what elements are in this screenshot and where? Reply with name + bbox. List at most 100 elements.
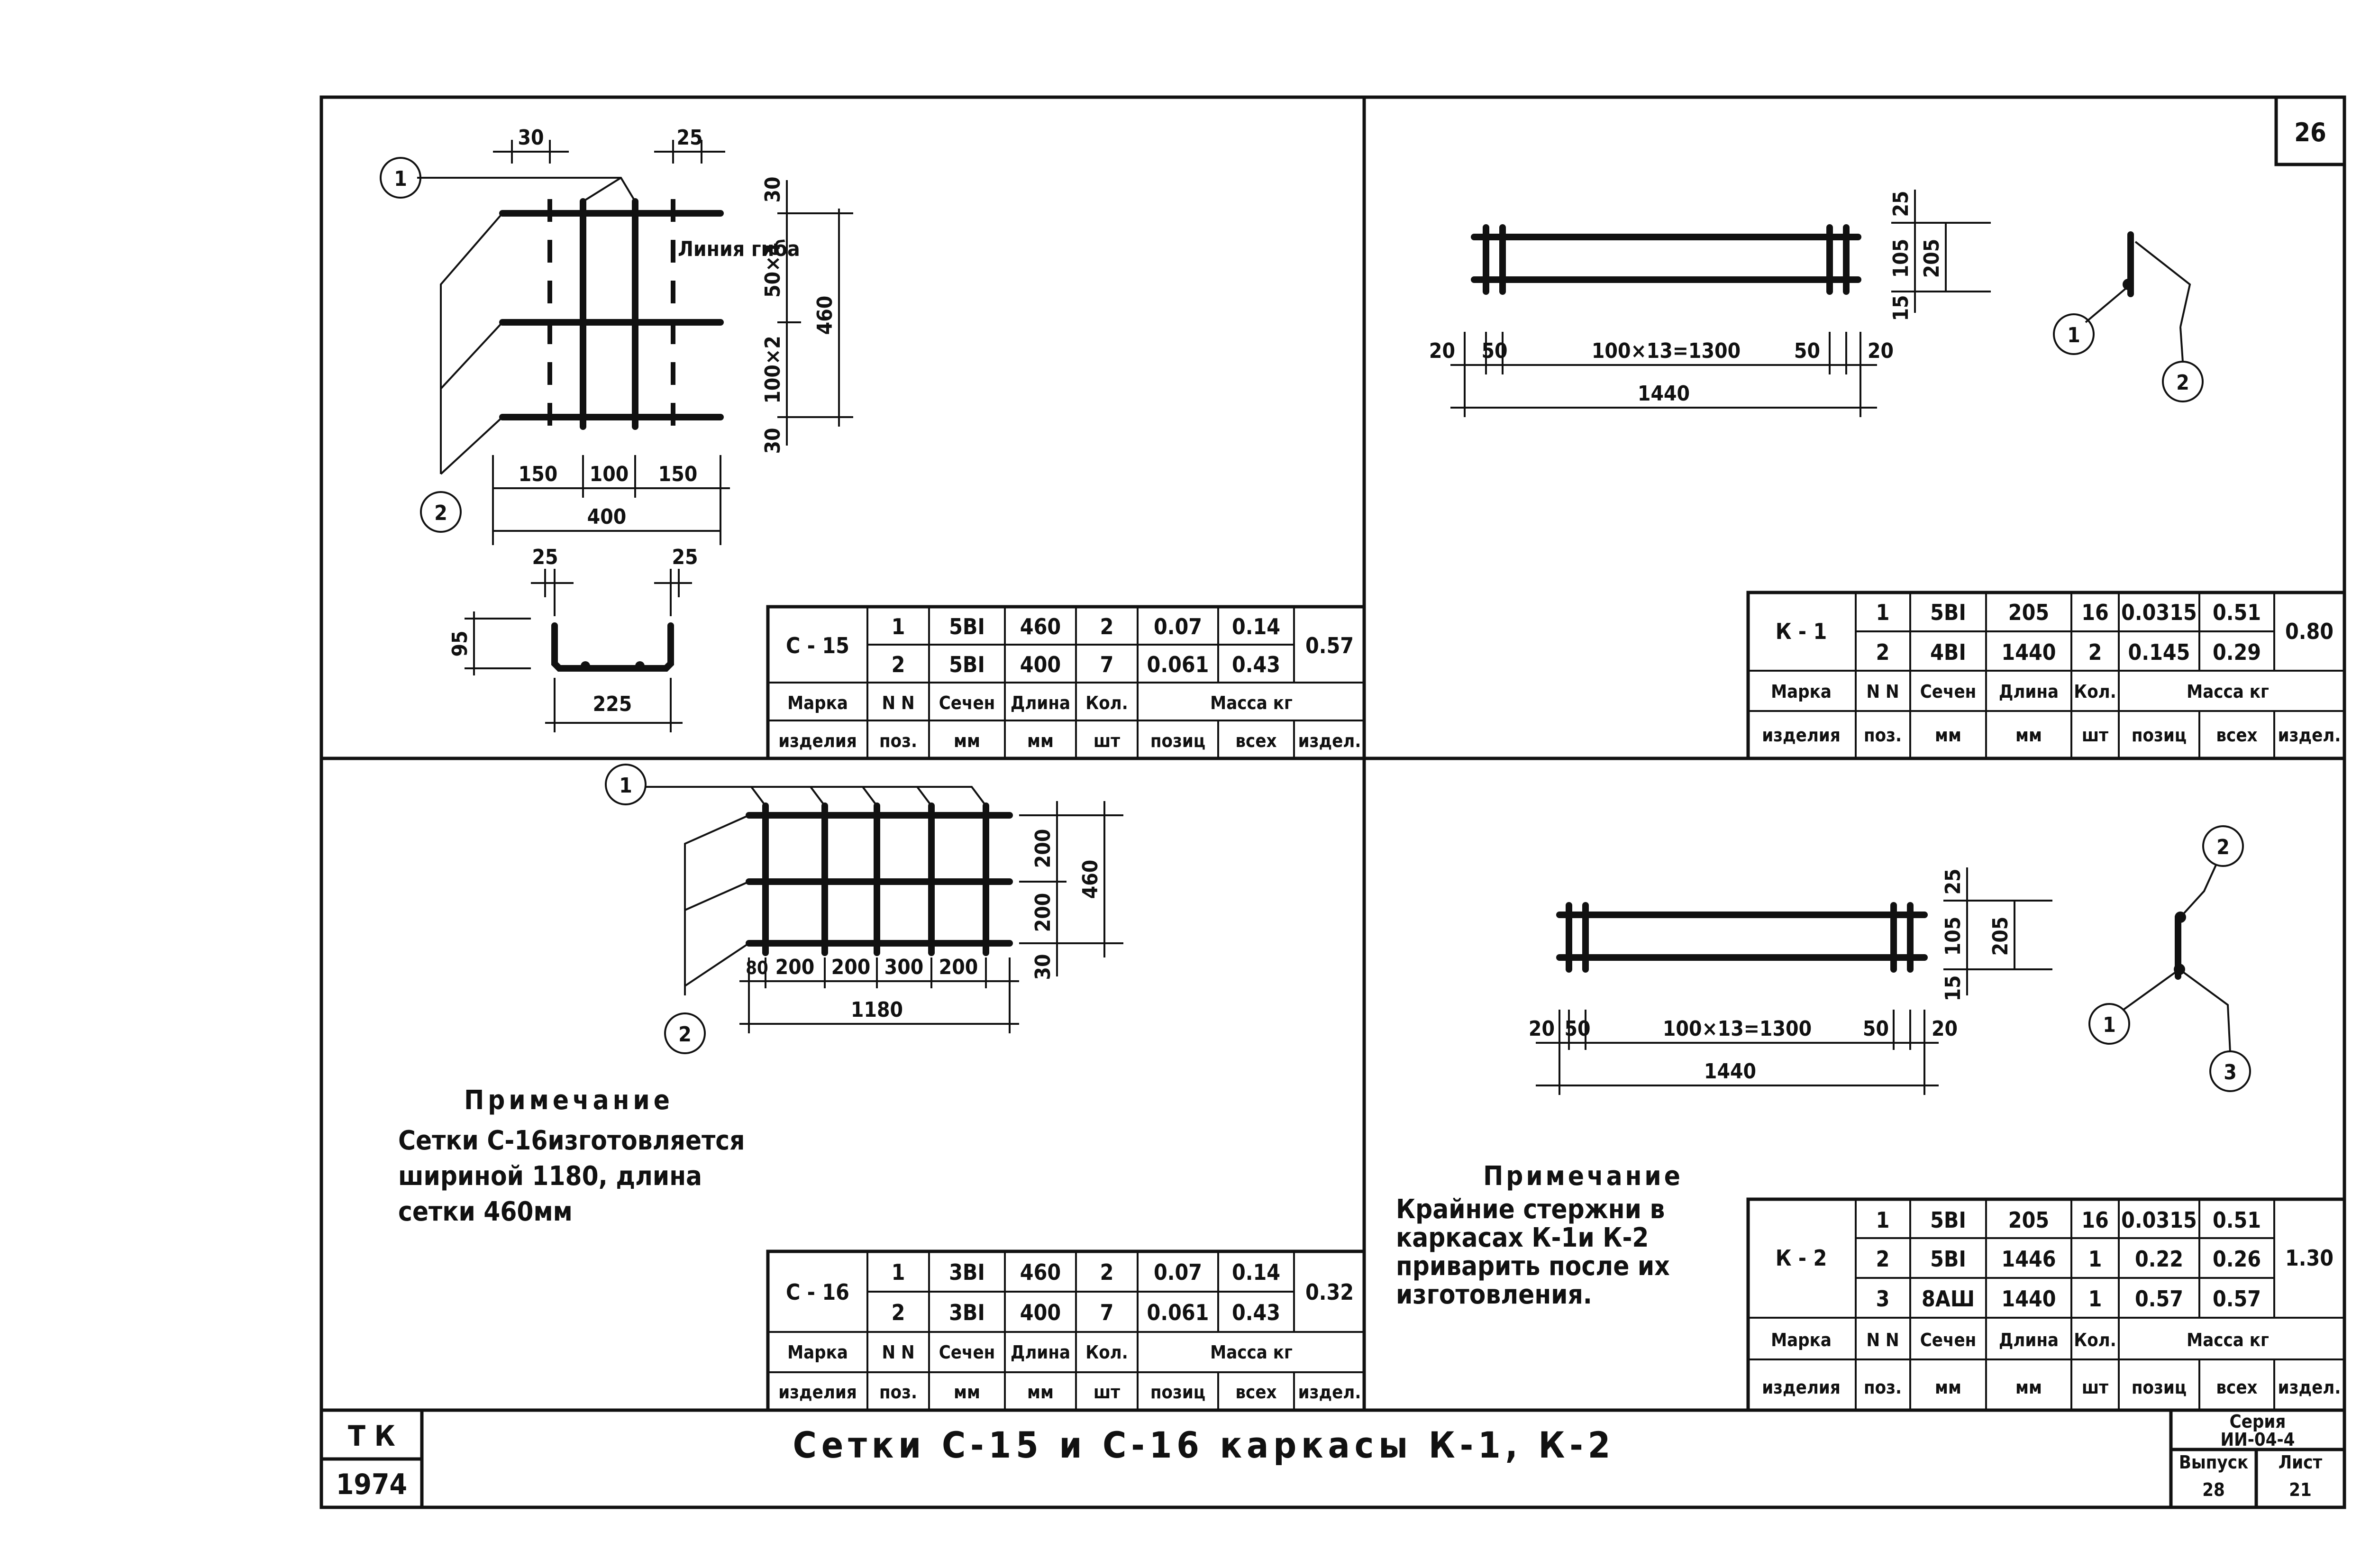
k2-r2-sec: 5ВI xyxy=(1930,1246,1966,1272)
c15-h-mitem: издел. xyxy=(1298,730,1361,751)
k1-h-mitem: издел. xyxy=(2278,725,2341,746)
c15-h-qty2: шт xyxy=(1094,730,1120,751)
c15-dim-bottom-150b: 150 xyxy=(658,462,698,486)
c15-callout-2: 2 xyxy=(420,491,462,533)
c16-h-pos1: N N xyxy=(882,1342,914,1363)
k2-callout-2-label: 2 xyxy=(2216,835,2230,859)
k2-r2-len: 1446 xyxy=(2001,1246,2056,1272)
k2-r2-mall: 0.26 xyxy=(2213,1246,2261,1272)
c15-h-mark2: изделия xyxy=(778,730,857,751)
k1-h-qty2: шт xyxy=(2082,725,2108,746)
c15-dim-right-total: 460 xyxy=(813,296,837,335)
series-label: Серия xyxy=(2230,1411,2286,1432)
k1-r1-len: 205 xyxy=(2008,600,2049,625)
c15-callout-1-label: 1 xyxy=(394,167,407,191)
c15-dim-right-50: 50×4 xyxy=(761,243,785,298)
c15-spec-table: С - 15 1 5ВI 460 2 0.07 0.14 2 5ВI 400 7… xyxy=(766,605,1366,760)
c15-r2-qty: 7 xyxy=(1100,652,1114,677)
c16-r2-len: 400 xyxy=(1020,1300,1061,1325)
k2-section xyxy=(2123,865,2231,1053)
c16-callout-2: 2 xyxy=(664,1012,706,1054)
k1-r1-qty: 16 xyxy=(2081,600,2109,625)
k2-mark: К - 2 xyxy=(1776,1245,1827,1271)
c16-callout-1: 1 xyxy=(605,764,647,805)
c16-dim-bottom-200c: 200 xyxy=(939,955,978,979)
k2-note-line-2: каркасах К-1и К-2 xyxy=(1396,1222,1649,1253)
k2-frame-drawing xyxy=(1556,902,1928,973)
k2-callout-2: 2 xyxy=(2202,825,2244,867)
k2-spec-table: К - 2 1 5ВI 205 16 0.0315 0.51 2 5ВI 144… xyxy=(1746,1197,2346,1412)
c16-h-mpos: позиц xyxy=(1150,1382,1205,1403)
k2-note-title: Примечание xyxy=(1483,1161,1683,1192)
c15-h-qty1: Кол. xyxy=(1085,693,1128,713)
k1-r1-mall: 0.51 xyxy=(2213,600,2261,625)
k2-h-mass: Масса кг xyxy=(2187,1330,2269,1350)
c16-note: Примечание Сетки С-16изготовляется ширин… xyxy=(398,1085,745,1227)
k2-h-sec2: мм xyxy=(1935,1377,1961,1398)
c16-h-mark1: Марка xyxy=(787,1342,848,1363)
k2-r3-sec: 8AШ xyxy=(1922,1286,1975,1312)
c15-h-pos1: N N xyxy=(882,693,914,713)
k1-dim-v15: 15 xyxy=(1889,295,1913,321)
k2-dim-htotal: 1440 xyxy=(1704,1059,1756,1084)
c15-r1-len: 460 xyxy=(1020,614,1061,639)
c16-h-qty1: Кол. xyxy=(1085,1342,1128,1363)
k1-total: 0.80 xyxy=(2285,619,2334,644)
k1-callout-2-label: 2 xyxy=(2176,371,2189,395)
c15-r1-pos: 1 xyxy=(892,614,905,639)
k1-h-sec2: мм xyxy=(1935,725,1961,746)
c15-r1-mpos: 0.07 xyxy=(1154,614,1202,639)
c15-mark: С - 15 xyxy=(786,633,849,658)
c16-h-mark2: изделия xyxy=(778,1382,857,1403)
k1-callout-2: 2 xyxy=(2162,327,2204,402)
k1-callout-1: 1 xyxy=(2053,313,2095,355)
k2-h-pos2: поз. xyxy=(1864,1377,1902,1398)
c16-r1-mpos: 0.07 xyxy=(1154,1259,1202,1285)
c16-dim-bottom-300: 300 xyxy=(884,955,924,979)
k1-h-mall: всех xyxy=(2216,725,2257,746)
c15-dim-top-left: 30 xyxy=(518,126,544,150)
k1-section xyxy=(2085,231,2191,328)
k2-note-line-3: приварить после их xyxy=(1396,1251,1670,1282)
k1-dim-h20a: 20 xyxy=(1429,339,1455,363)
c15-r1-sec: 5ВI xyxy=(949,614,985,639)
c16-dim-bottom-200a: 200 xyxy=(775,955,815,979)
k2-h-sec1: Сечен xyxy=(1920,1330,1977,1350)
c16-dim-bottom-80: 80 xyxy=(746,957,768,978)
c15-section-25b: 25 xyxy=(672,545,698,569)
c15-r2-sec: 5ВI xyxy=(949,652,985,677)
c16-r2-mall: 0.43 xyxy=(1232,1300,1280,1325)
c16-h-len1: Длина xyxy=(1011,1342,1070,1363)
k1-h-sec1: Сечен xyxy=(1920,681,1977,702)
k2-h-mark1: Марка xyxy=(1771,1330,1832,1350)
sheet-title: Сетки С-15 и С-16 каркасы К-1, К-2 xyxy=(793,1424,1615,1466)
c15-dim-bottom-150a: 150 xyxy=(519,462,558,486)
k2-dim-v205: 205 xyxy=(1988,917,2013,956)
c15-dim-right-30b: 30 xyxy=(761,428,785,454)
c15-dim-top-right: 25 xyxy=(676,126,702,150)
k2-h-qty2: шт xyxy=(2082,1377,2108,1398)
k1-r2-mpos: 0.145 xyxy=(2128,639,2190,665)
k2-dimensions: 25 105 205 15 20 50 100×13=1300 50 20 14… xyxy=(1529,867,2052,1095)
c16-note-line-2: шириной 1180, длина xyxy=(398,1161,702,1192)
k2-r1-sec: 5ВI xyxy=(1930,1207,1966,1233)
k1-h-pos1: N N xyxy=(1866,681,1899,702)
k1-dim-v105: 105 xyxy=(1889,239,1913,278)
k2-h-mpos: позиц xyxy=(2132,1377,2187,1398)
k2-dim-v25: 25 xyxy=(1941,868,1965,894)
series-value: ИИ-04-4 xyxy=(2221,1429,2295,1450)
k2-h-mitem: издел. xyxy=(2278,1377,2341,1398)
c15-dim-bottom-total: 400 xyxy=(587,505,627,529)
c16-h-qty2: шт xyxy=(1094,1382,1120,1403)
c15-section-w: 225 xyxy=(593,692,632,716)
c16-dim-right-total: 460 xyxy=(1078,860,1103,899)
c16-h-len2: мм xyxy=(1027,1382,1054,1403)
c15-section: 25 25 95 225 xyxy=(448,545,698,732)
c15-r2-mpos: 0.061 xyxy=(1147,652,1209,677)
k1-r2-sec: 4ВI xyxy=(1930,639,1966,665)
c16-mesh-drawing xyxy=(645,786,1013,995)
c16-callout-2-label: 2 xyxy=(678,1022,692,1047)
c15-h-mass: Масса кг xyxy=(1210,693,1293,713)
c16-total: 0.32 xyxy=(1305,1279,1354,1305)
k2-note-line-1: Крайние стержни в xyxy=(1396,1194,1665,1225)
